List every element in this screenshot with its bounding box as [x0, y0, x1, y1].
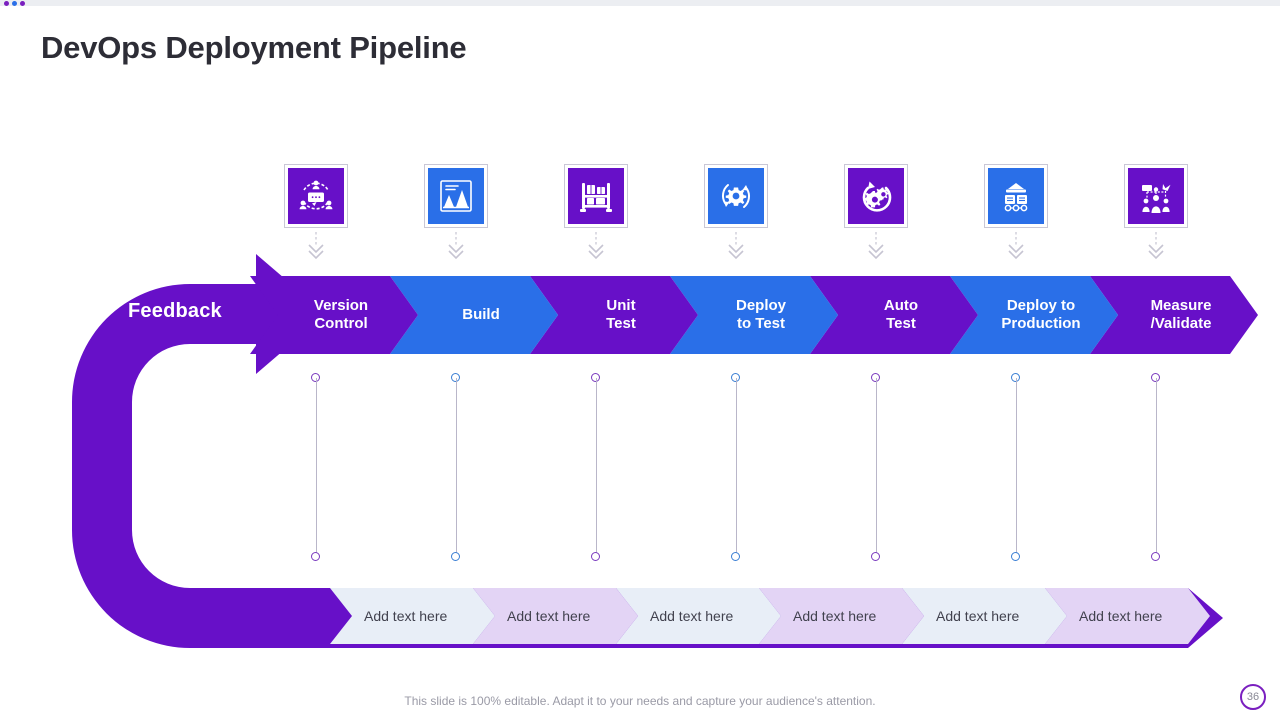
connector-stem [1015, 378, 1017, 556]
analytics-chart-icon [428, 168, 484, 224]
icon-tile-gear-cycle-icon [704, 164, 768, 228]
dot-blue-icon [12, 1, 17, 6]
connector-line-6 [1011, 373, 1021, 561]
connector-stem [875, 378, 877, 556]
feedback-label: Feedback [128, 300, 222, 322]
measure-validate-icon [1128, 168, 1184, 224]
bottom-text-label: Add text here [364, 608, 448, 624]
bottom-text-chevron-3[interactable]: Add text here [616, 588, 781, 644]
stage-label-line2: Production [1001, 315, 1081, 332]
icon-frame [844, 164, 908, 228]
icon-frame [704, 164, 768, 228]
connector-line-3 [591, 373, 601, 561]
bottom-text-chevron-5[interactable]: Add text here [902, 588, 1067, 644]
icon-frame [984, 164, 1048, 228]
server-deploy-icon [988, 168, 1044, 224]
icon-tile-collaboration-feedback-icon [284, 164, 348, 228]
icon-tile-analytics-chart-icon [424, 164, 488, 228]
stage-label-line2: Test [606, 315, 636, 332]
connector-line-7 [1151, 373, 1161, 561]
connector-stem [455, 378, 457, 556]
down-arrow-icon [865, 232, 887, 262]
stage-label-line1: Measure [1150, 296, 1212, 314]
bottom-text-chevron-2[interactable]: Add text here [473, 588, 638, 644]
bottom-text-chevron-1[interactable]: Add text here [330, 588, 495, 644]
connector-line-2 [451, 373, 461, 561]
bottom-text-label: Add text here [1079, 608, 1163, 624]
icon-tile-storage-rack-icon [564, 164, 628, 228]
down-arrow-icon [445, 232, 467, 262]
dot-purple-icon [4, 1, 9, 6]
gear-cycle-icon [708, 168, 764, 224]
bottom-text-band: Add text here Add text here Add text here A… [0, 588, 1280, 644]
top-decorative-bar [0, 0, 1280, 6]
page-title: DevOps Deployment Pipeline [41, 30, 467, 65]
stage-label-line1: Version [313, 296, 369, 314]
bottom-text-label: Add text here [936, 608, 1020, 624]
dot-purple-2-icon [20, 1, 25, 6]
bottom-text-label: Add text here [507, 608, 591, 624]
page-number-badge: 36 [1240, 684, 1266, 710]
icon-frame [564, 164, 628, 228]
connector-stem [595, 378, 597, 556]
connector-line-5 [871, 373, 881, 561]
connector-line-4 [731, 373, 741, 561]
connector-node-bottom [451, 552, 460, 561]
bottom-text-label: Add text here [793, 608, 877, 624]
stage-label-line1: Auto [883, 296, 919, 314]
stage-label-line1: Deploy [735, 296, 786, 314]
connector-stem [1155, 378, 1157, 556]
icon-frame [284, 164, 348, 228]
stage-label-line1: Build [462, 305, 500, 323]
icon-tile-gears-refresh-icon [844, 164, 908, 228]
bottom-text-label: Add text here [650, 608, 734, 624]
icon-tile-server-deploy-icon [984, 164, 1048, 228]
connector-node-bottom [871, 552, 880, 561]
down-arrow-icon [585, 232, 607, 262]
connector-node-bottom [731, 552, 740, 561]
down-arrow-icon [725, 232, 747, 262]
connector-node-bottom [1011, 552, 1020, 561]
stage-label-line2: Test [886, 315, 916, 332]
top-dots-group [4, 1, 25, 6]
gears-refresh-icon [848, 168, 904, 224]
icon-tile-measure-validate-icon [1124, 164, 1188, 228]
down-arrow-icon [1005, 232, 1027, 262]
connector-stem [735, 378, 737, 556]
bottom-text-chevron-6[interactable]: Add text here [1045, 588, 1210, 644]
icon-frame [424, 164, 488, 228]
down-arrow-icon [305, 232, 327, 262]
down-arrow-icon [1145, 232, 1167, 262]
bottom-text-chevron-4[interactable]: Add text here [759, 588, 924, 644]
footer-note: This slide is 100% editable. Adapt it to… [404, 694, 876, 708]
connector-stem [315, 378, 317, 556]
stage-label-line1: Unit [606, 296, 636, 314]
stage-label-line2: /Validate [1150, 315, 1212, 332]
stage-label-line1: Deploy to [1006, 296, 1076, 314]
storage-rack-icon [568, 168, 624, 224]
collaboration-feedback-icon [288, 168, 344, 224]
stage-label-line2: to Test [736, 315, 786, 332]
connector-node-bottom [591, 552, 600, 561]
connector-node-bottom [1151, 552, 1160, 561]
connector-node-bottom [311, 552, 320, 561]
connector-line-1 [311, 373, 321, 561]
stage-label-line2: Control [314, 315, 368, 332]
icon-frame [1124, 164, 1188, 228]
